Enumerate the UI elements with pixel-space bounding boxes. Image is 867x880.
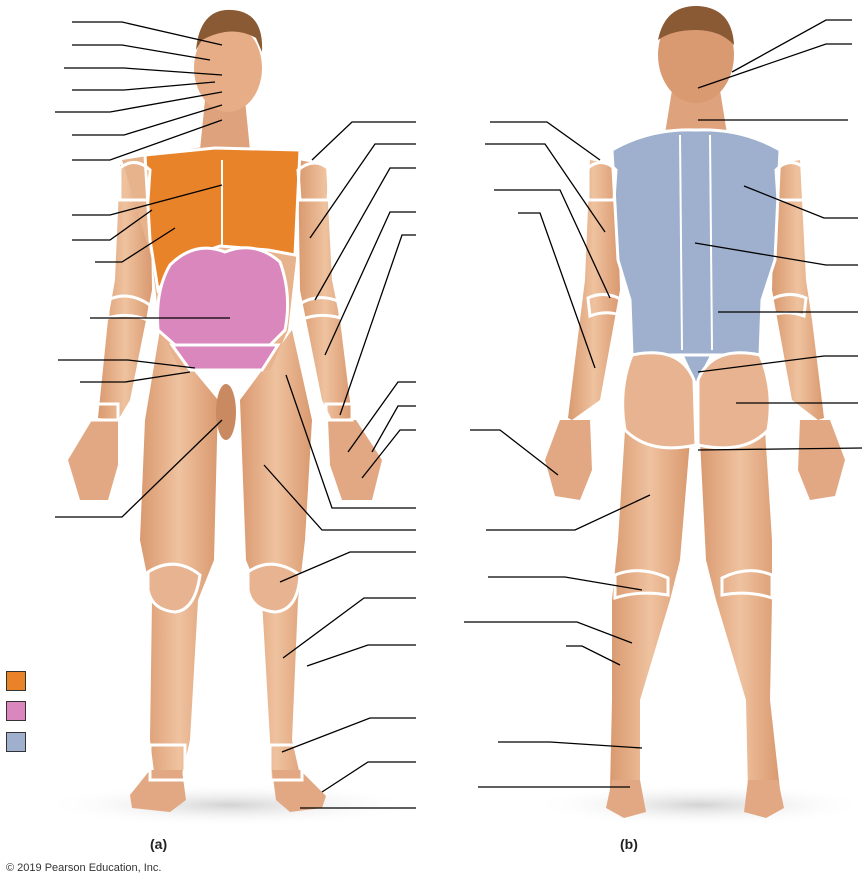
leader-line [55, 91, 223, 113]
leader-line [694, 242, 858, 266]
leader-line [72, 104, 223, 136]
leader-line [347, 381, 416, 453]
leader-line [72, 21, 223, 46]
leader-line [371, 405, 416, 453]
leader-line [282, 597, 416, 659]
leader-line [64, 67, 223, 76]
leader-line [470, 429, 559, 476]
leader-line [72, 184, 223, 216]
legend-swatch-pink [6, 701, 26, 721]
copyright-notice: © 2019 Pearson Education, Inc. [6, 862, 162, 874]
leader-line [485, 143, 606, 233]
legend-swatch-blue [6, 732, 26, 752]
leader-line [498, 741, 643, 749]
leader-line [309, 143, 416, 239]
leader-line [488, 576, 643, 591]
legend-swatch-orange [6, 671, 26, 691]
dorsal-region [610, 128, 782, 357]
leader-line [697, 43, 852, 89]
leader-line [731, 19, 852, 73]
leader-line [306, 644, 416, 667]
panel-b-label: (b) [620, 836, 638, 852]
leader-line [72, 81, 216, 91]
figure-posterior [545, 5, 845, 818]
leader-line [464, 621, 633, 644]
leader-line [697, 355, 858, 373]
leader-line [486, 494, 651, 531]
leader-line [361, 429, 416, 479]
floor-shadow-b [530, 783, 867, 827]
leader-line [743, 185, 858, 219]
leader-line [281, 717, 416, 753]
leader-line [518, 212, 596, 369]
leader-line [279, 551, 416, 583]
leader-line [314, 167, 416, 301]
leader-line [494, 189, 611, 299]
leader-line [339, 234, 416, 416]
leader-line [697, 447, 863, 451]
leader-line [321, 761, 416, 793]
abdominal-region [156, 246, 290, 347]
leader-line [285, 374, 416, 509]
leader-line [72, 119, 223, 161]
leader-line [72, 44, 211, 61]
leader-line [55, 419, 223, 518]
leader-line [263, 464, 416, 531]
figure-anterior [68, 9, 382, 812]
leader-line [95, 227, 176, 263]
leader-line [311, 121, 416, 161]
leader-line [58, 359, 196, 369]
leader-lines [55, 19, 863, 809]
leader-line [72, 209, 153, 241]
leader-line [80, 371, 191, 383]
leader-line [324, 211, 416, 356]
panel-a-label: (a) [150, 836, 168, 852]
leader-line [566, 645, 621, 666]
floor-shadow-a [40, 783, 420, 827]
leader-line [490, 121, 601, 161]
